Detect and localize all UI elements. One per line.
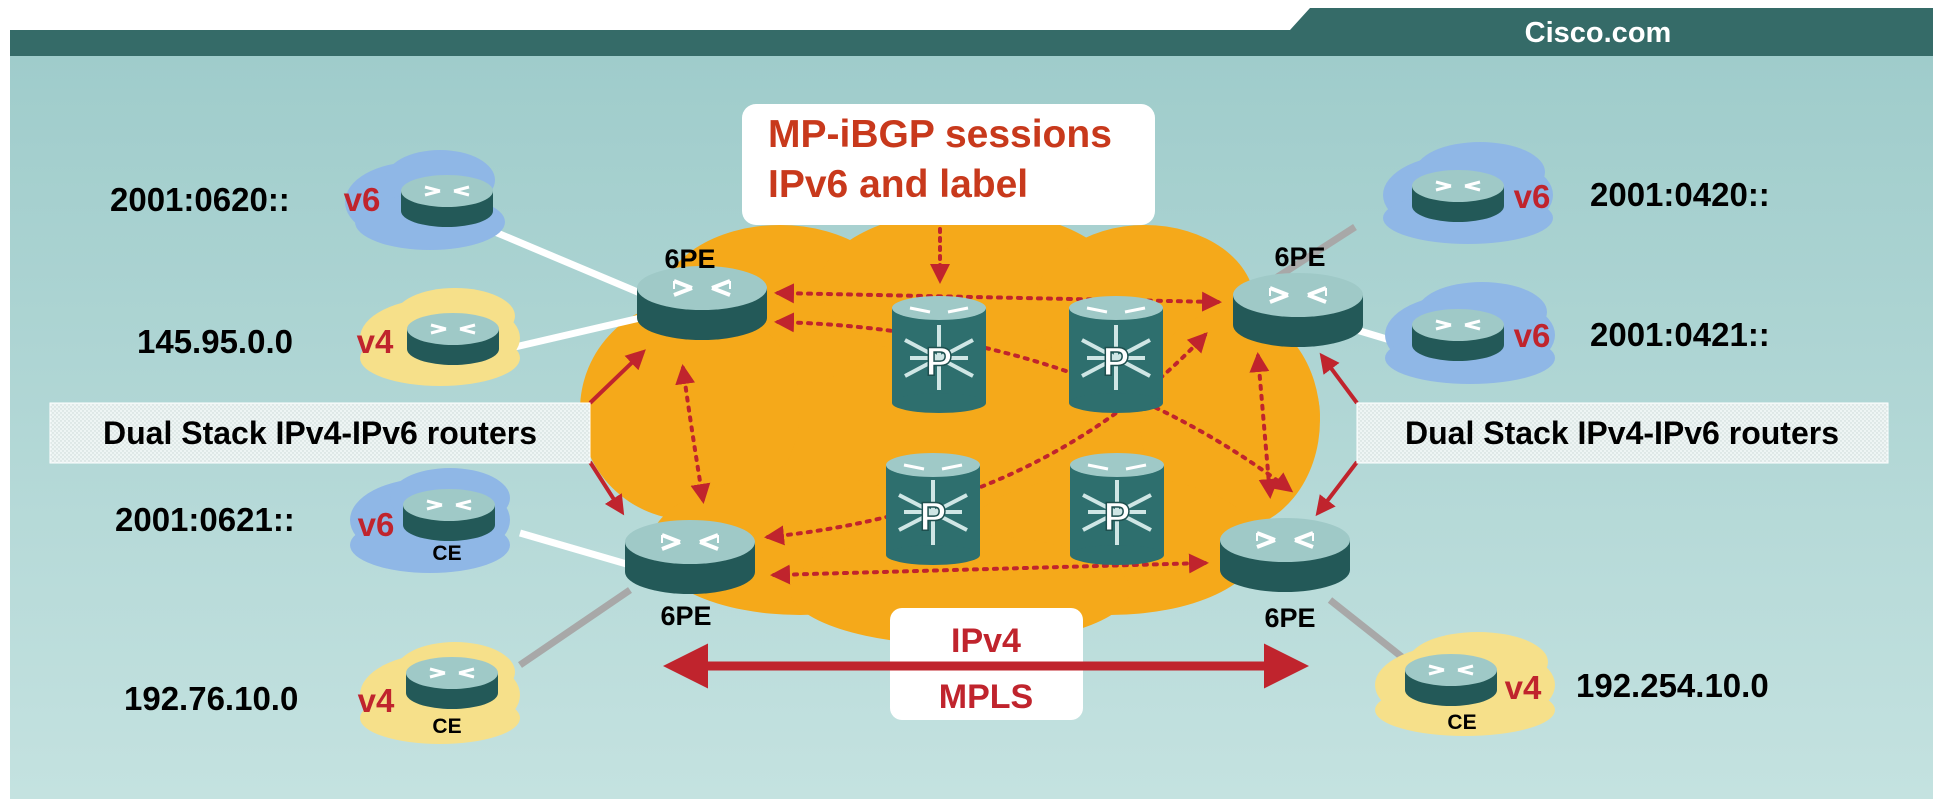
access-links — [493, 224, 1415, 668]
site-router-left-bottom — [406, 657, 498, 709]
ce-label-left-bottom: CE — [432, 715, 461, 738]
callout-line-1: MP-iBGP sessions — [768, 113, 1112, 156]
prefix-right-mid: 2001:0421:: — [1590, 316, 1770, 353]
tag-right-top: v6 — [1514, 178, 1551, 215]
tag-left-low: v6 — [358, 506, 395, 543]
tag-right-mid: v6 — [1514, 317, 1551, 354]
p-label-2: P — [1103, 340, 1130, 384]
pe-router-top-left — [637, 266, 767, 340]
site-router-left-top — [401, 175, 493, 227]
callout-line-2: IPv6 and label — [768, 163, 1028, 206]
tag-left-top: v6 — [344, 181, 381, 218]
header-bar — [10, 8, 1933, 56]
p-label-1: P — [926, 340, 953, 384]
p-router-2 — [1069, 296, 1163, 413]
tag-left-mid: v4 — [357, 323, 394, 360]
pe-router-top-right — [1233, 273, 1363, 347]
ce-label-right-bottom: CE — [1447, 711, 1476, 734]
mp-ibgp-callout — [742, 104, 1155, 225]
transport-line-1: IPv4 — [951, 622, 1021, 660]
prefix-right-bottom: 192.254.10.0 — [1576, 667, 1769, 704]
site-router-right-top — [1412, 170, 1504, 222]
prefix-left-bottom: 192.76.10.0 — [124, 680, 298, 717]
prefix-left-low: 2001:0621:: — [115, 501, 295, 538]
pe-label-top-right: 6PE — [1274, 242, 1325, 272]
tag-right-bottom: v4 — [1505, 669, 1542, 706]
pe-router-bottom-left — [625, 520, 755, 594]
ce-label-left-low: CE — [432, 542, 461, 565]
site-router-right-mid — [1412, 309, 1504, 361]
site-router-right-bottom — [1405, 654, 1497, 706]
p-router-1 — [892, 296, 986, 413]
p-router-4 — [1070, 453, 1164, 565]
prefix-right-top: 2001:0420:: — [1590, 176, 1770, 213]
brand-label: Cisco.com — [1525, 17, 1672, 49]
dual-stack-label-left: Dual Stack IPv4-IPv6 routers — [103, 415, 537, 451]
prefix-left-mid: 145.95.0.0 — [137, 323, 293, 360]
pe-label-bottom-right: 6PE — [1264, 603, 1315, 633]
prefix-left-top: 2001:0620:: — [110, 181, 290, 218]
p-label-3: P — [920, 495, 947, 539]
transport-line-2: MPLS — [939, 678, 1033, 716]
pe-label-bottom-left: 6PE — [660, 601, 711, 631]
side-arrows — [588, 349, 1359, 517]
dual-stack-label-right: Dual Stack IPv4-IPv6 routers — [1405, 415, 1839, 451]
pe-label-top-left: 6PE — [664, 244, 715, 274]
p-router-3 — [886, 453, 980, 565]
dual-stack-panel-left — [49, 402, 591, 464]
mp-ibgp-session-lines — [675, 283, 1294, 585]
site-router-left-low — [403, 489, 495, 541]
p-label-4: P — [1104, 495, 1131, 539]
site-router-left-mid — [407, 313, 499, 365]
pe-router-bottom-right — [1220, 518, 1350, 592]
dual-stack-panel-right — [1356, 402, 1889, 464]
tag-left-bottom: v4 — [358, 682, 395, 719]
